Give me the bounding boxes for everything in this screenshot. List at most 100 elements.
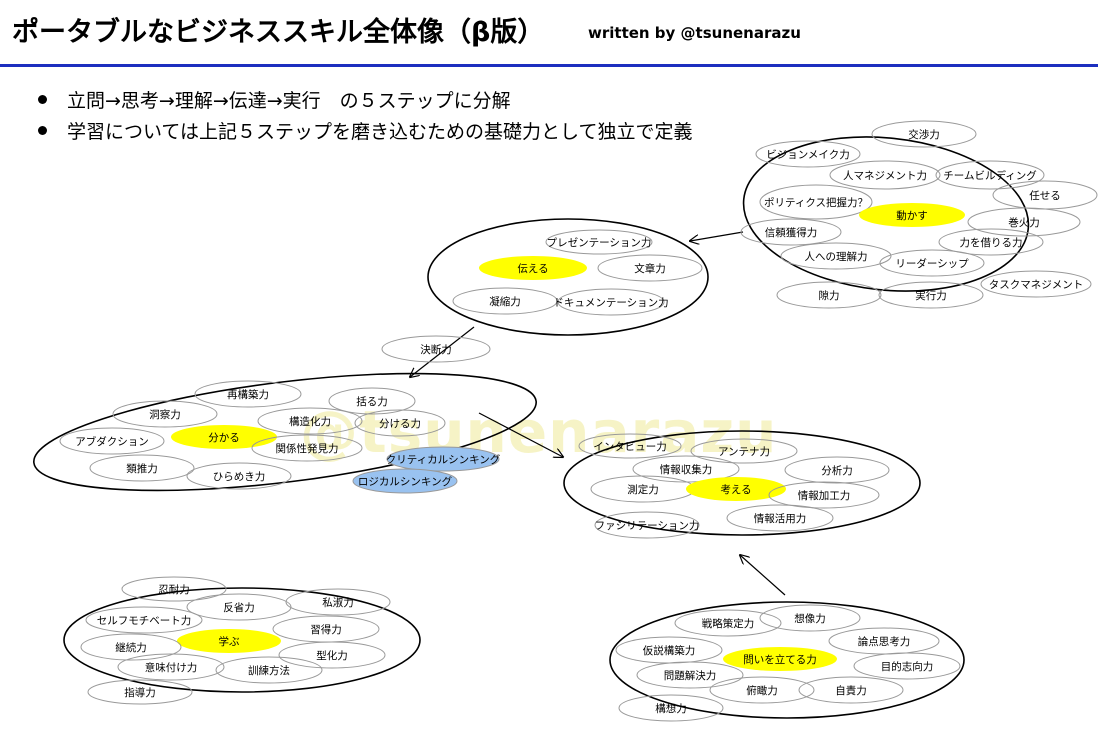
core-node-shape bbox=[686, 477, 786, 501]
skill-node: アンテナ力 bbox=[690, 438, 798, 464]
core-node: 分かる bbox=[171, 425, 277, 449]
skill-node: 仮説構築力 bbox=[615, 636, 723, 664]
skill-node-label: 凝縮力 bbox=[489, 295, 521, 308]
core-node-shape bbox=[859, 203, 965, 227]
skill-node-shape bbox=[117, 653, 225, 681]
skill-node-label: 構想力 bbox=[655, 702, 687, 715]
skill-node-label: 反省力 bbox=[223, 601, 255, 614]
thinking-node-label: ロジカルシンキング bbox=[358, 475, 453, 488]
skill-node-shape bbox=[829, 160, 941, 190]
skill-node-label: 交渉力 bbox=[908, 128, 940, 141]
skill-node-label: 人への理解力 bbox=[805, 250, 868, 263]
page-title: ポータブルなビジネススキル全体像（β版） bbox=[12, 17, 545, 48]
skill-node-shape bbox=[85, 606, 203, 634]
group-ellipse-communicate bbox=[427, 218, 709, 336]
skill-node-shape bbox=[257, 407, 363, 435]
skill-node: 訓練方法 bbox=[215, 656, 323, 684]
skill-node-label: 決断力 bbox=[420, 343, 452, 356]
skill-node: 構造化力 bbox=[257, 407, 363, 435]
skill-node-label: 情報活用力 bbox=[754, 512, 807, 525]
skill-node: 論点思考力 bbox=[828, 627, 940, 655]
skill-node-label: 文章力 bbox=[634, 262, 666, 275]
skill-node-shape bbox=[186, 593, 292, 621]
skill-node-label: 任せる bbox=[1029, 189, 1061, 202]
skill-node: 任せる bbox=[992, 180, 1098, 210]
skill-node-shape bbox=[89, 454, 195, 482]
skill-node-shape bbox=[251, 434, 363, 462]
skill-node-shape bbox=[215, 656, 323, 684]
skill-node: 自責力 bbox=[798, 676, 904, 704]
skill-node-shape bbox=[597, 254, 703, 282]
skill-node: ポリティクス把握力？ bbox=[759, 184, 873, 220]
skill-node: 目的志向力 bbox=[853, 652, 961, 680]
skill-node: ファシリテーション力 bbox=[594, 511, 700, 539]
skill-node-shape bbox=[776, 281, 882, 309]
core-node-label: 問いを立てる力 bbox=[743, 653, 817, 666]
skill-node-label: 情報収集力 bbox=[660, 463, 713, 476]
skill-node-shape bbox=[967, 207, 1081, 237]
thinking-node: ロジカルシンキング bbox=[352, 468, 458, 494]
skill-node-label: リーダーシップ bbox=[895, 257, 969, 270]
skill-node-shape bbox=[578, 433, 682, 459]
skill-node-shape bbox=[121, 576, 227, 602]
skill-node-shape bbox=[879, 249, 985, 277]
core-node-shape bbox=[479, 256, 587, 280]
core-node: 動かす bbox=[859, 203, 965, 227]
core-node-label: 考える bbox=[720, 484, 751, 496]
skill-node: 情報活用力 bbox=[726, 504, 834, 532]
skill-node: 類推力 bbox=[89, 454, 195, 482]
core-node: 考える bbox=[686, 477, 786, 501]
skill-node-shape bbox=[980, 270, 1092, 298]
skill-node-shape bbox=[690, 438, 798, 464]
skill-node-label: アブダクション bbox=[75, 435, 149, 448]
bullet-text: 立問→思考→理解→伝達→実行 の５ステップに分解 bbox=[67, 90, 511, 112]
skill-node-label: 戦略策定力 bbox=[702, 617, 755, 630]
skill-node: 情報加工力 bbox=[768, 481, 880, 509]
skill-node-shape bbox=[759, 184, 873, 220]
skill-node-shape bbox=[780, 242, 892, 270]
skill-node-label: 意味付け力 bbox=[145, 661, 198, 674]
thinking-node-shape bbox=[352, 468, 458, 494]
skill-node: 実行力 bbox=[878, 281, 984, 309]
skill-node-label: 構造化力 bbox=[289, 415, 331, 428]
skill-node-shape bbox=[59, 427, 165, 455]
core-node: 学ぶ bbox=[177, 629, 281, 653]
skill-node: チームビルディング bbox=[935, 160, 1045, 190]
skill-node-label: セルフモチベート力 bbox=[97, 614, 192, 627]
skill-node: 洞察力 bbox=[112, 400, 218, 428]
skill-node: 巻火力 bbox=[967, 207, 1081, 237]
skill-node-label: 指導力 bbox=[124, 686, 156, 699]
core-node: 伝える bbox=[479, 256, 587, 280]
skill-node: 力を借りる力 bbox=[938, 228, 1044, 256]
skill-node-label: 目的志向力 bbox=[881, 660, 934, 673]
skill-node-label: アンテナ力 bbox=[718, 445, 770, 458]
skill-node: 継続力 bbox=[80, 633, 182, 661]
group-ellipse-learn bbox=[63, 587, 421, 693]
skill-node-shape bbox=[87, 679, 193, 705]
skill-node-shape bbox=[674, 609, 782, 637]
skill-node-shape bbox=[194, 380, 302, 408]
core-node-label: 分かる bbox=[208, 432, 240, 444]
skill-node-label: 力を借りる力 bbox=[960, 236, 1023, 249]
core-node-shape bbox=[171, 425, 277, 449]
skill-node: 俯瞰力 bbox=[709, 676, 815, 704]
bullet-item: 立問→思考→理解→伝達→実行 の５ステップに分解 bbox=[38, 86, 511, 113]
skill-node: ドキュメンテーション力 bbox=[553, 288, 669, 316]
skill-node-shape bbox=[935, 160, 1045, 190]
skill-node-shape bbox=[755, 140, 861, 168]
group-ellipse-act bbox=[742, 136, 1030, 292]
skill-node-label: ビジョンメイク力 bbox=[766, 148, 849, 161]
bullet-dot-icon bbox=[38, 126, 47, 135]
skill-node-label: 類推力 bbox=[126, 462, 158, 475]
skill-node-shape bbox=[726, 504, 834, 532]
skill-node: 人マネジメント力 bbox=[829, 160, 941, 190]
skill-node-shape bbox=[80, 633, 182, 661]
skill-node: 指導力 bbox=[87, 679, 193, 705]
skill-node-label: チームビルディング bbox=[943, 169, 1037, 182]
skill-node: プレゼンテーション力 bbox=[545, 229, 653, 255]
group-ellipse-understand bbox=[33, 372, 537, 492]
thinking-node-label: クリティカルシンキング bbox=[386, 453, 501, 466]
skill-node-shape bbox=[740, 218, 842, 246]
skill-node-label: ひらめき力 bbox=[213, 470, 266, 483]
skill-node: 決断力 bbox=[381, 335, 491, 363]
